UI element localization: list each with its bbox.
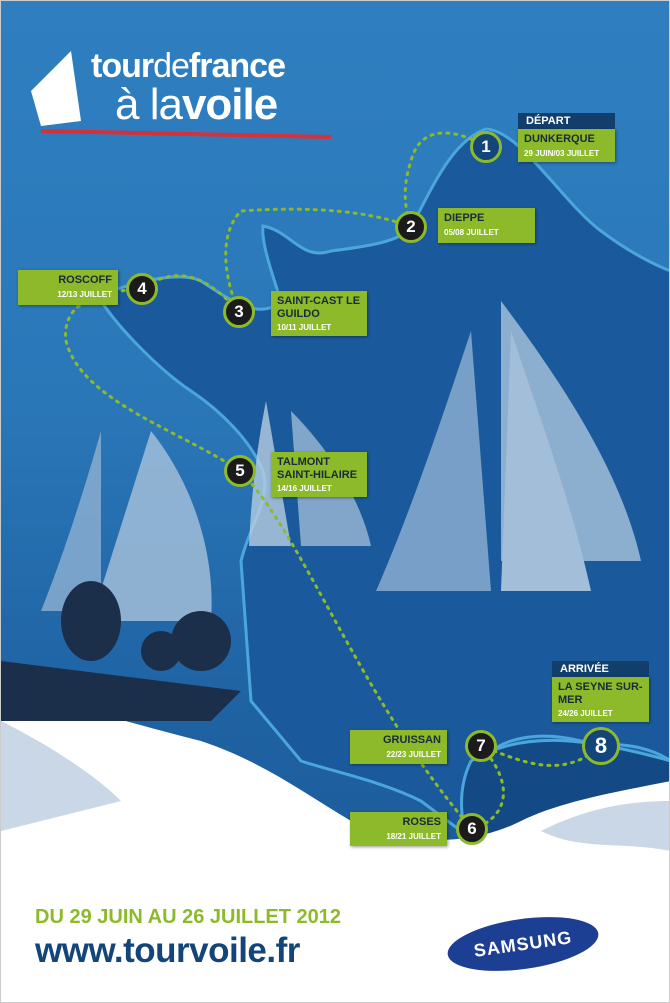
stage-marker-2[interactable]: 2 (395, 211, 427, 243)
sails (41, 301, 641, 621)
dates: 14/16 JUILLET (277, 484, 332, 494)
city: DUNKERQUE (524, 133, 595, 145)
logo-france-icon (31, 51, 81, 126)
stage-label-7: GRUISSAN 22/23 JUILLET (350, 730, 447, 764)
dates: 24/26 JUILLET (558, 709, 613, 719)
stage-label-5: TALMONT SAINT-HILAIRE 14/16 JUILLET (271, 452, 367, 498)
city: SAINT-CAST LE GUILDO (277, 295, 361, 320)
dates: 05/08 JUILLET (444, 227, 499, 237)
stage-label-2: DIEPPE 05/08 JUILLET (438, 208, 535, 243)
stage-label-1: DUNKERQUE 29 JUIN/03 JUILLET (518, 129, 615, 162)
city: LA SEYNE SUR-MER (558, 681, 643, 706)
stage-marker-5[interactable]: 5 (224, 455, 256, 487)
logo-text: france (188, 47, 286, 85)
dates: 29 JUIN/03 JUILLET (524, 148, 600, 158)
logo-text: à la (115, 80, 183, 129)
event-dates: DU 29 JUIN AU 26 JUILLET 2012 (35, 906, 342, 928)
crew (1, 581, 241, 721)
stage-marker-3[interactable]: 3 (223, 296, 255, 328)
stage-marker-7[interactable]: 7 (465, 730, 497, 762)
france-map (99, 127, 669, 833)
website-link[interactable]: www.tourvoile.fr (35, 931, 300, 970)
dates: 10/11 JUILLET (277, 323, 332, 333)
logo-text: tour (91, 47, 154, 85)
city: GRUISSAN (382, 734, 441, 746)
logo: tourdefrance à lavoile (91, 47, 286, 129)
stage-marker-4[interactable]: 4 (126, 273, 158, 305)
stage-label-6: ROSES 18/21 JUILLET (350, 812, 447, 846)
city: ROSES (402, 816, 441, 828)
depart-header: DÉPART (518, 113, 615, 129)
stage-marker-6[interactable]: 6 (456, 813, 488, 845)
stage-label-3: SAINT-CAST LE GUILDO 10/11 JUILLET (271, 291, 367, 337)
dates: 22/23 JUILLET (386, 749, 441, 759)
stage-label-4: ROSCOFF 12/13 JUILLET (18, 270, 118, 305)
stage-marker-1[interactable]: 1 (470, 131, 502, 163)
logo-text: voile (181, 80, 278, 129)
stage-label-8: LA SEYNE SUR-MER 24/26 JUILLET (552, 677, 649, 723)
logo-text: de (153, 47, 190, 85)
city: TALMONT SAINT-HILAIRE (277, 456, 358, 481)
city: ROSCOFF (58, 274, 112, 286)
arrivee-header: ARRIVÉE (552, 661, 649, 677)
dates: 18/21 JUILLET (386, 831, 441, 841)
dates: 12/13 JUILLET (57, 289, 112, 299)
stage-marker-8[interactable]: 8 (582, 727, 620, 765)
city: DIEPPE (444, 212, 485, 224)
